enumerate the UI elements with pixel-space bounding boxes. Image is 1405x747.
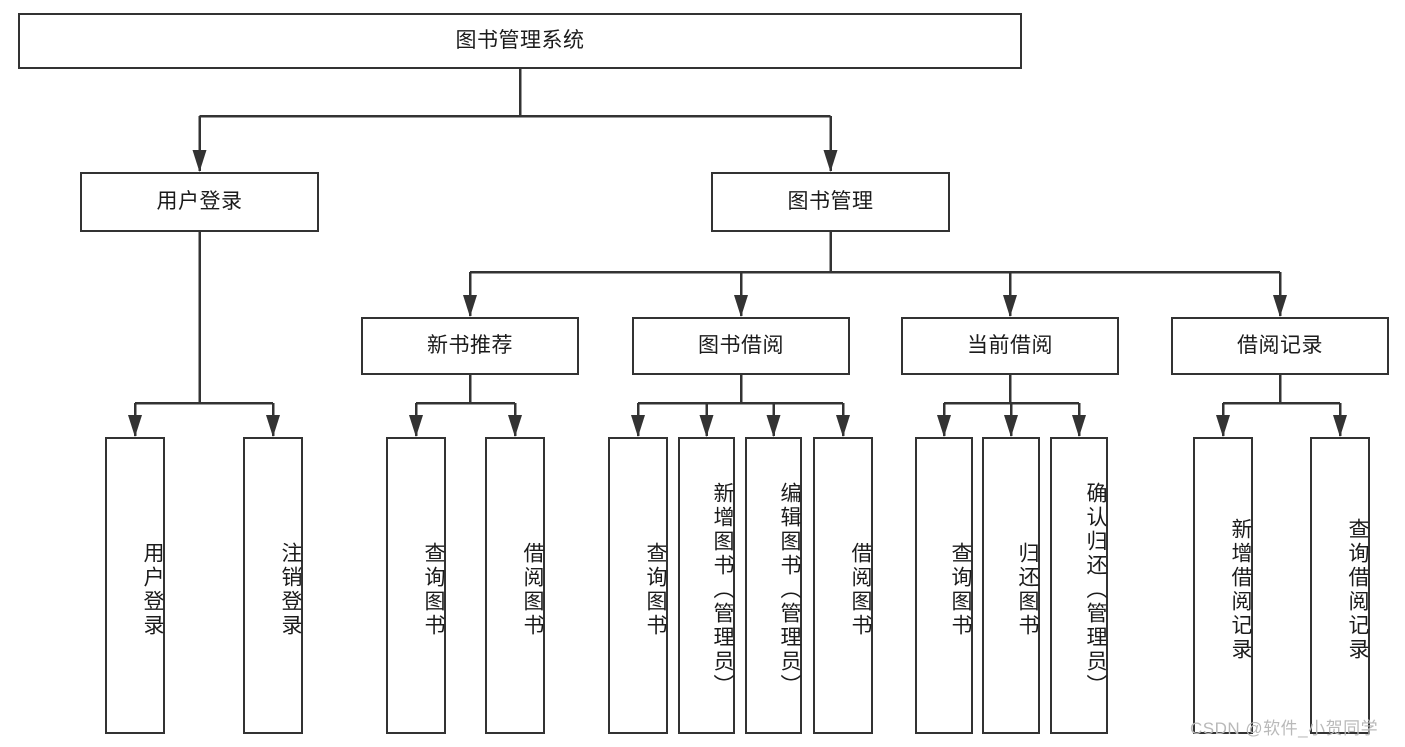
arrow-icon-records: [1273, 295, 1287, 317]
node-label: 查询图书: [949, 541, 972, 638]
arrow-icon-current: [1003, 295, 1017, 317]
node-leaf-query-book-new[interactable]: 查询图书: [386, 437, 446, 734]
node-label: 用户登录: [156, 190, 243, 214]
node-leaf-logout[interactable]: 注销登录: [243, 437, 303, 734]
node-label: 查询借阅记录: [1346, 517, 1369, 662]
arrow-icon-newbook: [463, 295, 477, 317]
node-records[interactable]: 借阅记录: [1171, 317, 1389, 375]
node-label: 新增借阅记录: [1229, 517, 1252, 662]
node-leaf-return-book[interactable]: 归还图书: [982, 437, 1040, 734]
arrow-icon-leaf-user-login: [128, 415, 142, 437]
node-borrow[interactable]: 图书借阅: [632, 317, 850, 375]
arrow-icon-leaf-confirm-return: [1072, 415, 1086, 437]
node-label: 当前借阅: [967, 334, 1053, 358]
node-leaf-confirm-return[interactable]: 确认归还（管理员）: [1050, 437, 1108, 734]
node-leaf-borrow-book[interactable]: 借阅图书: [813, 437, 873, 734]
node-leaf-query-book-current[interactable]: 查询图书: [915, 437, 973, 734]
watermark-label: CSDN @软件_小贺同学: [1190, 719, 1379, 738]
arrow-icon-leaf-query-record: [1333, 415, 1347, 437]
node-label: 用户登录: [141, 541, 164, 638]
node-leaf-query-record[interactable]: 查询借阅记录: [1310, 437, 1370, 734]
node-label: 新书推荐: [427, 334, 513, 358]
arrow-icon-leaf-query-book-borrow: [631, 415, 645, 437]
node-label: 图书管理系统: [455, 29, 585, 53]
node-label: 注销登录: [279, 541, 302, 638]
arrow-icon-leaf-borrow-book: [836, 415, 850, 437]
arrow-icon-borrow: [734, 295, 748, 317]
node-label: 查询图书: [644, 541, 667, 638]
node-leaf-add-record[interactable]: 新增借阅记录: [1193, 437, 1253, 734]
arrow-icon-bookmgmt: [823, 150, 838, 172]
arrow-icon-login: [192, 150, 207, 172]
node-label: 借阅记录: [1237, 334, 1323, 358]
node-label: 借阅图书: [849, 541, 872, 638]
arrow-icon-leaf-return-book: [1004, 415, 1018, 437]
node-label: 新增图书（管理员）: [711, 481, 734, 698]
node-newbook[interactable]: 新书推荐: [361, 317, 579, 375]
arrow-icon-leaf-add-record: [1216, 415, 1230, 437]
arrow-icon-leaf-query-book-new: [409, 415, 423, 437]
node-label: 编辑图书（管理员）: [778, 481, 801, 698]
node-label: 图书管理: [787, 190, 874, 214]
node-current[interactable]: 当前借阅: [901, 317, 1119, 375]
arrow-icon-leaf-logout: [266, 415, 280, 437]
arrow-icon-leaf-edit-book: [766, 415, 781, 437]
node-login[interactable]: 用户登录: [80, 172, 319, 232]
node-label: 查询图书: [422, 541, 445, 638]
node-label: 确认归还（管理员）: [1084, 481, 1107, 698]
arrow-icon-leaf-query-book-current: [937, 415, 951, 437]
node-leaf-user-login[interactable]: 用户登录: [105, 437, 165, 734]
node-leaf-borrow-book-new[interactable]: 借阅图书: [485, 437, 545, 734]
node-leaf-add-book[interactable]: 新增图书（管理员）: [678, 437, 735, 734]
node-leaf-edit-book[interactable]: 编辑图书（管理员）: [745, 437, 802, 734]
arrow-icon-leaf-add-book: [699, 415, 714, 437]
node-label: 图书借阅: [698, 334, 784, 358]
node-bookmgmt[interactable]: 图书管理: [711, 172, 950, 232]
arrow-icon-leaf-borrow-book-new: [508, 415, 522, 437]
node-label: 借阅图书: [521, 541, 544, 638]
node-label: 归还图书: [1016, 541, 1039, 638]
node-leaf-query-book-borrow[interactable]: 查询图书: [608, 437, 668, 734]
node-root[interactable]: 图书管理系统: [18, 13, 1022, 69]
